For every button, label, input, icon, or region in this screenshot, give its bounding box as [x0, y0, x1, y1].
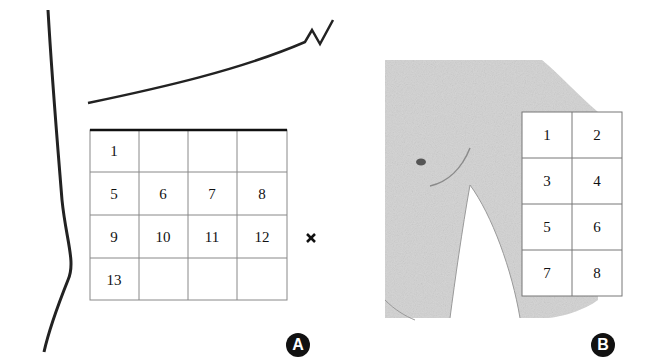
shoulder-outline: [88, 20, 333, 103]
region-number: 1: [110, 144, 118, 159]
region-number: 9: [110, 230, 118, 245]
region-number: 6: [159, 187, 167, 202]
region-number: 13: [107, 273, 122, 288]
grid-top-edge: [90, 129, 287, 132]
region-number: 2: [593, 128, 601, 143]
panel-letter: A: [292, 337, 304, 353]
region-number: 7: [543, 266, 551, 281]
cross-mark: [307, 234, 315, 242]
region-number: 10: [156, 230, 171, 245]
body-outline: [44, 10, 71, 352]
region-number: 4: [593, 174, 601, 189]
panel-letter: B: [597, 337, 609, 353]
panel-badge: [591, 333, 615, 357]
region-number: 1: [543, 128, 551, 143]
grid-b: [522, 112, 622, 296]
region-number: 12: [255, 230, 270, 245]
grid-b-lines: [522, 112, 622, 296]
grid-a: [90, 130, 287, 300]
region-number: 11: [205, 230, 219, 245]
region-number: 5: [110, 187, 118, 202]
region-number: 7: [208, 187, 216, 202]
region-number: 8: [593, 266, 601, 281]
panel-badge: [286, 333, 310, 357]
region-number: 8: [258, 187, 266, 202]
region-number: 5: [543, 220, 551, 235]
region-number: 3: [543, 174, 551, 189]
region-number: 6: [593, 220, 601, 235]
